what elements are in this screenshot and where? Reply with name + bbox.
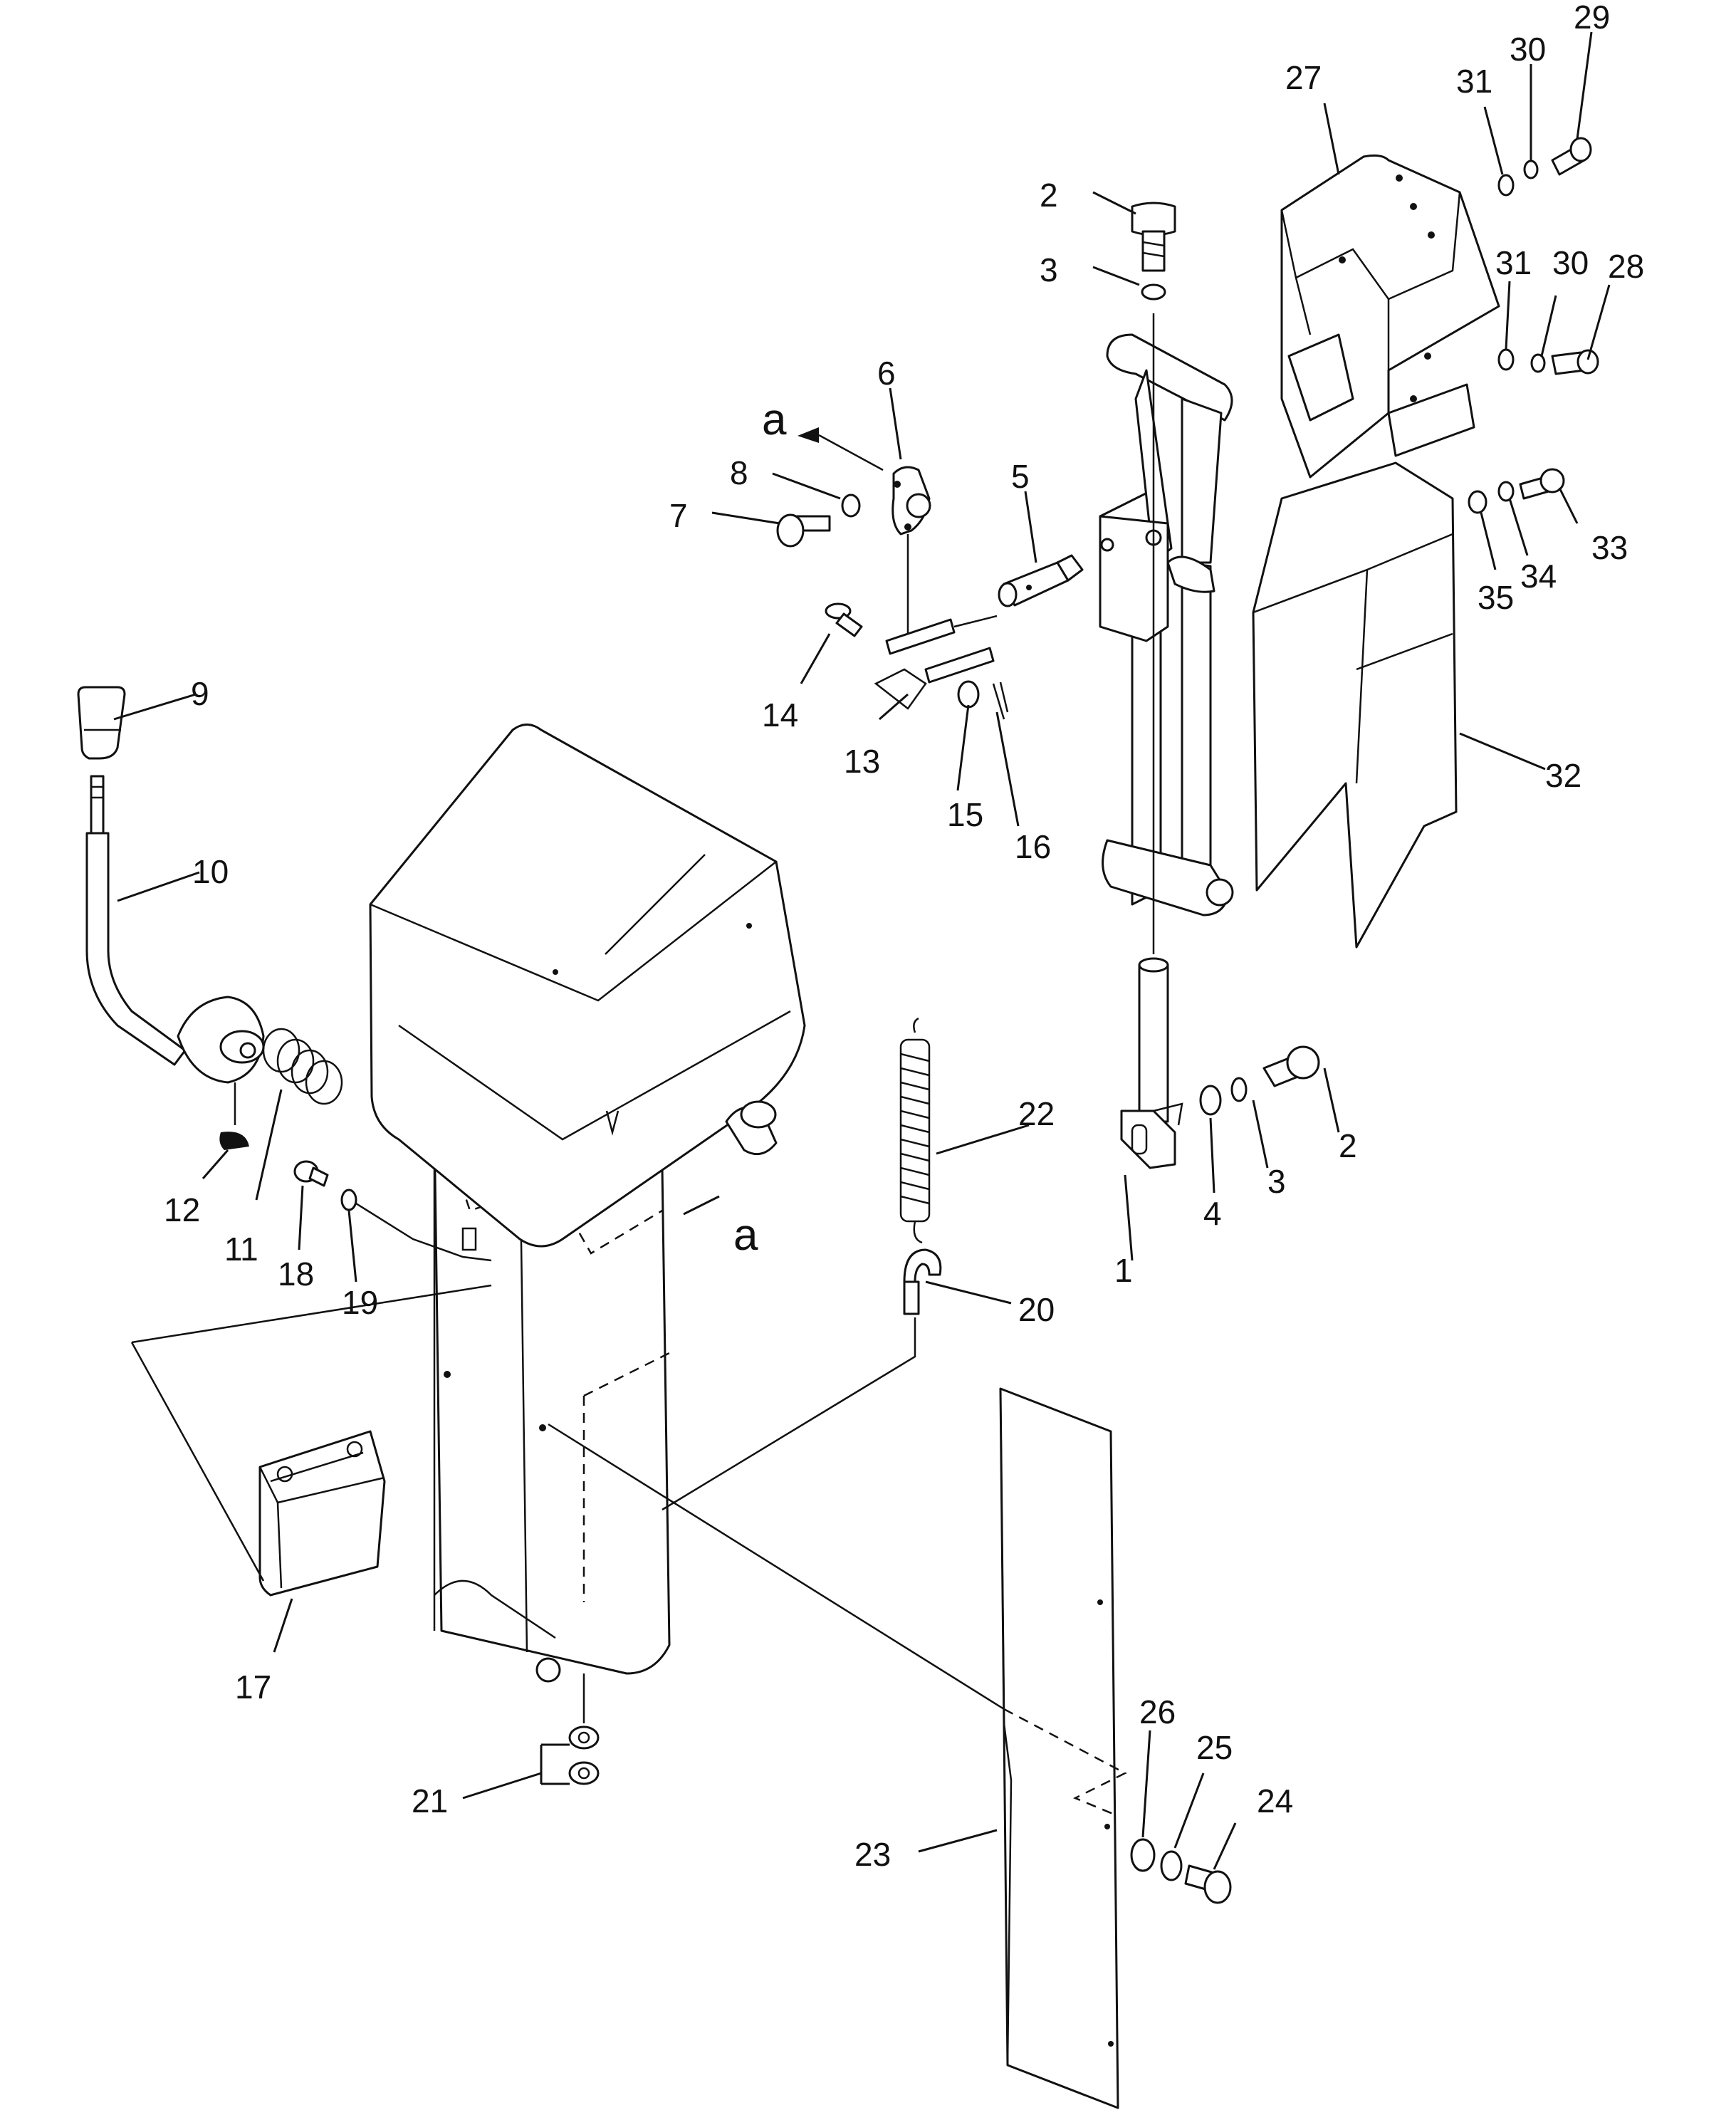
callout-30-top: 30 (1510, 31, 1546, 68)
callout-30-mid: 30 (1552, 244, 1589, 281)
callout-9: 9 (191, 675, 209, 712)
washer-15 (957, 680, 980, 709)
plates (874, 618, 995, 710)
callout-12: 12 (164, 1191, 200, 1228)
callout-5: 5 (1011, 458, 1030, 495)
callout-6: 6 (877, 355, 896, 392)
cotter-pin-16 (992, 682, 1009, 720)
latch (891, 466, 931, 536)
callout-20: 20 (1018, 1291, 1055, 1328)
callout-35: 35 (1478, 579, 1514, 616)
callout-3-right: 3 (1267, 1163, 1286, 1200)
callout-17: 17 (235, 1668, 271, 1706)
side-panel (999, 1387, 1119, 2109)
callout-19: 19 (342, 1284, 378, 1321)
callout-1: 1 (1114, 1252, 1133, 1289)
washer-25 (1160, 1850, 1183, 1881)
callout-14: 14 (762, 696, 798, 733)
callout-labels: 1 2 2 3 3 4 5 6 7 8 9 10 11 12 13 14 15 … (164, 0, 1644, 1873)
callout-2-top: 2 (1040, 177, 1058, 214)
callout-3-top: 3 (1040, 251, 1058, 288)
washer-30-top (1523, 160, 1539, 179)
callout-10: 10 (192, 853, 229, 890)
washer-4 (1199, 1085, 1222, 1116)
callout-31-mid: 31 (1495, 244, 1532, 281)
washer-35 (1468, 490, 1487, 514)
callout-15: 15 (947, 796, 983, 833)
bolt-2-top (1131, 202, 1176, 272)
callout-13: 13 (844, 743, 880, 780)
box-reference-line (130, 1284, 492, 1582)
callout-22: 22 (1018, 1095, 1055, 1132)
bolt-7 (776, 513, 831, 548)
callout-11: 11 (224, 1231, 258, 1268)
view-mark-a-side: a (733, 1211, 758, 1260)
woodruff-key (219, 1132, 249, 1150)
bolt-24 (1184, 1864, 1232, 1904)
bolt-28 (1551, 349, 1599, 375)
washer-19 (340, 1189, 357, 1211)
washer-31-mid (1497, 348, 1515, 371)
bolt-2-right (1262, 1045, 1320, 1087)
callout-27: 27 (1285, 59, 1322, 96)
lower-cover (1252, 461, 1458, 949)
bolt-33 (1519, 468, 1565, 500)
shaft-with-bracket (1120, 957, 1183, 1169)
washer-8 (841, 494, 861, 518)
washer-30-mid (1530, 353, 1546, 373)
callout-26: 26 (1139, 1693, 1176, 1730)
callout-29: 29 (1574, 0, 1610, 36)
callout-32: 32 (1545, 757, 1581, 794)
callout-34: 34 (1520, 558, 1557, 595)
washer-26 (1130, 1838, 1156, 1872)
callout-7: 7 (669, 497, 688, 534)
washer-31-top (1497, 174, 1515, 197)
switch-box (258, 1430, 386, 1597)
bolt-29 (1551, 137, 1592, 176)
direction-arrow-a (798, 427, 819, 443)
callout-4: 4 (1203, 1195, 1222, 1232)
callout-31-top: 31 (1456, 63, 1492, 100)
callout-33: 33 (1591, 529, 1628, 566)
pivot-pin (998, 554, 1084, 607)
control-cable-with-collar (85, 775, 265, 1084)
upper-cover (1280, 154, 1500, 479)
tension-spring (899, 1017, 931, 1244)
leader-lines (113, 31, 1611, 1870)
callout-23: 23 (854, 1836, 891, 1873)
washer-3-right (1230, 1077, 1248, 1102)
nuts (568, 1725, 600, 1785)
callout-18: 18 (278, 1255, 314, 1292)
view-mark-a-top: a (762, 395, 787, 444)
washer-34 (1497, 481, 1515, 502)
bolt-14 (825, 602, 863, 637)
callout-28: 28 (1608, 248, 1644, 285)
callout-2-right: 2 (1339, 1127, 1357, 1164)
hook (903, 1248, 942, 1315)
callout-25: 25 (1196, 1729, 1233, 1766)
callout-8: 8 (730, 454, 748, 491)
console-cover (369, 724, 806, 1248)
washer-3-top (1141, 283, 1166, 301)
lever-assembly (1099, 333, 1234, 916)
callout-21: 21 (412, 1782, 448, 1819)
console-housing (433, 1124, 671, 1683)
callout-16: 16 (1015, 828, 1051, 865)
coil-spring-small (262, 1028, 343, 1105)
control-knob (77, 686, 126, 760)
bolt-18 (293, 1160, 329, 1187)
callout-24: 24 (1257, 1782, 1293, 1819)
